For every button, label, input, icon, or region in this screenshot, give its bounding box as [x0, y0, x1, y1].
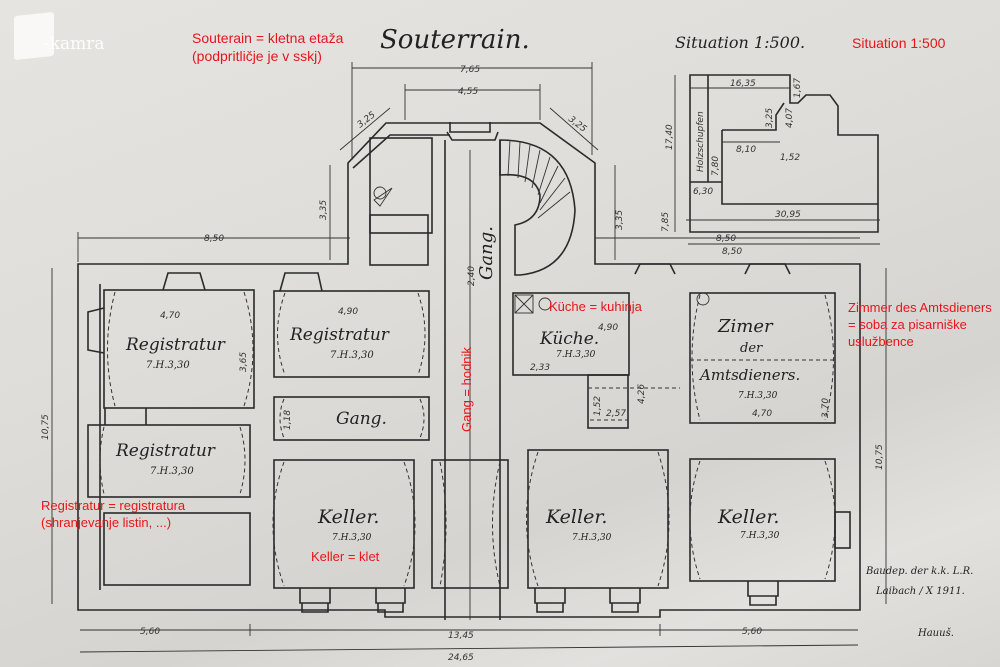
dim-registratur-1-depth: 3,65 [239, 352, 249, 372]
room-label-gang-small: Gang. [336, 409, 387, 429]
situation-dim-inner7: 7,85 [661, 212, 671, 232]
dim-left-wing: 8,50 [204, 234, 224, 244]
rooms [87, 140, 851, 620]
dim-gang-main: 2,40 [467, 266, 477, 286]
dim-gang-small: 1,18 [283, 410, 293, 430]
room-label-keller-1: Keller. [317, 506, 379, 528]
dim-kueche-b: 4,26 [637, 384, 647, 404]
annotation-gang: Gang = hodnik [459, 347, 474, 432]
keller-1-outline [273, 459, 415, 589]
annotation-zimmer-3: uslužbence [848, 334, 914, 349]
kamra-logo: -kamra [14, 11, 114, 62]
dim-top-outer: 7,65 [460, 65, 480, 75]
dim-side-right: 3,35 [615, 210, 625, 230]
room-height-zimmer: 7.H.3,30 [738, 391, 778, 401]
drawing-title: Souterrain. [380, 25, 530, 55]
room-height-keller-3: 7.H.3,30 [740, 531, 780, 541]
keller-2-outline [527, 449, 669, 589]
situation-plan [674, 74, 880, 245]
situation-dim-inner6: 6,30 [693, 187, 713, 197]
situation-dim-side: 17,40 [665, 124, 675, 150]
annotation-situation: Situation 1:500 [852, 35, 946, 51]
room-height-keller-2: 7.H.3,30 [572, 533, 612, 543]
registratur-1-outline [103, 289, 255, 409]
kamra-logo-text: -kamra [44, 34, 105, 54]
room-height-keller-1: 7.H.3,30 [332, 533, 372, 543]
signature-line-2: Laibach / X 1911. [875, 586, 965, 597]
kueche-outline [512, 292, 630, 376]
registratur-3-outline [87, 424, 251, 498]
situation-dim-top: 16,35 [730, 79, 756, 89]
situation-label-holzschupfen: Holzschupfen [696, 111, 706, 172]
stair-tower [352, 122, 576, 276]
situation-dim-inner2: 1,52 [780, 153, 800, 163]
situation-dim-base: 8,50 [722, 247, 742, 257]
room-height-registratur-2: 7.H.3,30 [330, 350, 374, 361]
annotation-zimmer-1: Zimmer des Amtsdieners [848, 300, 992, 315]
room-label-zimmer-3: Amtsdieners. [698, 366, 800, 384]
room-label-zimmer-1: Zimer [717, 316, 774, 337]
dim-bottom-center: 13,45 [448, 631, 474, 641]
room-height-kueche: 7.H.3,30 [556, 350, 596, 360]
dim-registratur-2-width: 4,90 [338, 307, 358, 317]
room-label-kueche: Küche. [539, 329, 599, 349]
room-label-gang-main: Gang. [476, 226, 497, 280]
room-label-registratur-1: Registratur [125, 335, 226, 355]
dim-kueche-width: 4,90 [598, 323, 618, 333]
annotation-registratur-1: Registratur = registratura [41, 498, 186, 513]
situation-dim-inner8: 7,80 [711, 156, 721, 176]
dim-zimmer-depth: 3,70 [821, 398, 831, 418]
situation-dim-inner3: 3,25 [765, 108, 775, 128]
situation-dim-inner4: 4,07 [785, 108, 795, 128]
room-label-keller-2: Keller. [545, 506, 607, 528]
dim-kueche-d: 2,57 [606, 409, 626, 419]
annotation-souterrain-2: (podpritličje je v sskj) [192, 48, 322, 64]
situation-dim-inner1: 8,10 [736, 145, 756, 155]
room-label-keller-3: Keller. [717, 506, 779, 528]
signature-line-1: Baudep. der k.k. L.R. [865, 566, 973, 577]
situation-title: Situation 1:500. [675, 33, 805, 52]
situation-dim-bottom: 30,95 [775, 210, 801, 220]
room-height-registratur-1: 7.H.3,30 [146, 360, 190, 371]
zimmer-outline [689, 292, 836, 424]
annotation-keller: Keller = klet [311, 549, 380, 564]
dim-right-wing: 8,50 [716, 234, 736, 244]
dim-top-inner: 4,55 [458, 87, 478, 97]
dim-side-left: 3,35 [319, 200, 329, 220]
dim-bottom-left: 5,60 [140, 627, 160, 637]
dim-registratur-1-width: 4,70 [160, 311, 180, 321]
room-height-registratur-3: 7.H.3,30 [150, 466, 194, 477]
dim-zimmer-width: 4,70 [752, 409, 772, 419]
annotation-kueche: Küche = kuhinja [549, 299, 642, 314]
dim-kueche-a: 2,33 [530, 363, 550, 373]
dim-bottom-total: 24,65 [448, 653, 474, 663]
signature-name: Hauuš. [917, 628, 954, 639]
annotation-souterrain-1: Souterain = kletna etaža [192, 30, 344, 46]
dim-right-total: 10,75 [875, 444, 885, 470]
situation-dim-inner5: 1,67 [793, 78, 803, 98]
dim-kueche-c: 1,52 [593, 396, 603, 416]
dim-left-total: 10,75 [41, 414, 51, 440]
room-label-registratur-2: Registratur [289, 325, 390, 345]
gang-small-outline [273, 396, 430, 441]
registratur-2-outline [273, 290, 430, 378]
annotation-registratur-2: (shranjevanje listin, ...) [41, 515, 172, 530]
dimension-lines [51, 62, 887, 653]
room-label-registratur-3: Registratur [115, 441, 216, 461]
annotation-zimmer-2: = soba za pisarniške [848, 317, 967, 332]
dim-bottom-right: 5,60 [742, 627, 762, 637]
room-label-zimmer-2: der [740, 341, 763, 356]
